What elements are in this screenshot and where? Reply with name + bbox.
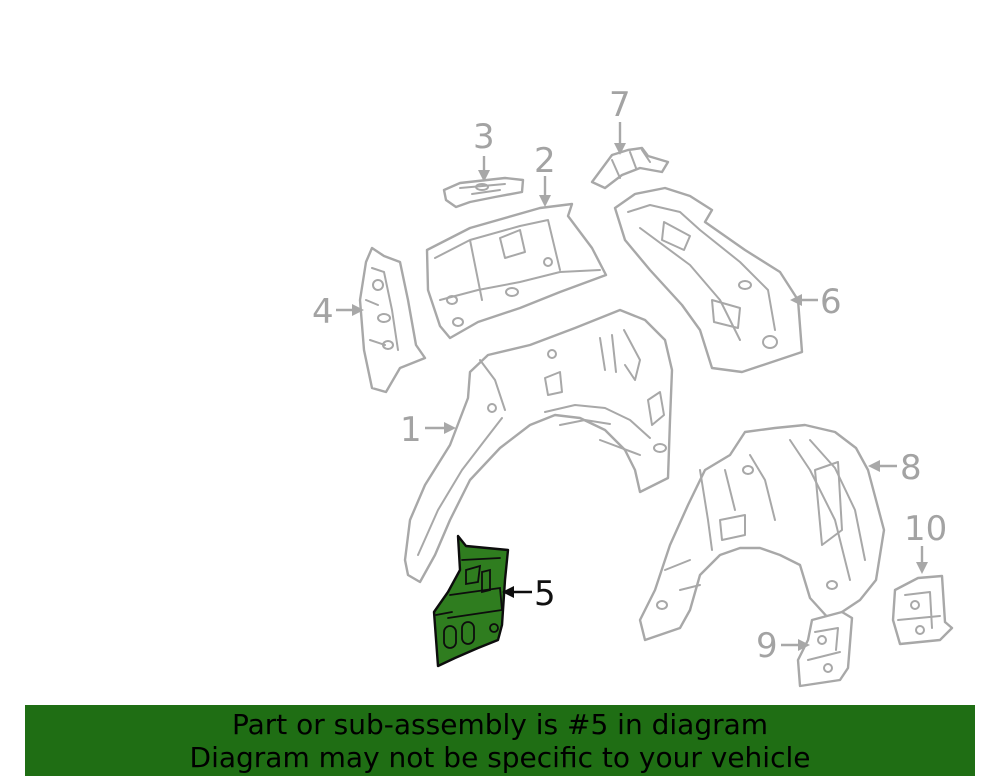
leader-arrows bbox=[336, 122, 928, 651]
callout-4: 4 bbox=[312, 292, 334, 332]
callout-6: 6 bbox=[820, 282, 842, 322]
callout-7: 7 bbox=[609, 85, 631, 125]
banner-line-1: Part or sub-assembly is #5 in diagram bbox=[231, 708, 769, 741]
parts-diagram: 1 2 3 4 5 6 7 8 9 10 bbox=[312, 85, 954, 688]
part-10-bracket[interactable] bbox=[891, 574, 954, 646]
callout-10: 10 bbox=[904, 509, 947, 549]
callout-3: 3 bbox=[473, 117, 495, 157]
part-4-pillar[interactable] bbox=[358, 246, 427, 394]
info-banner: Part or sub-assembly is #5 in diagram Di… bbox=[25, 705, 975, 776]
part-7-bracket[interactable] bbox=[590, 146, 670, 190]
part-8-wheelhouse-assembly[interactable] bbox=[638, 423, 886, 642]
banner-line-2: Diagram may not be specific to your vehi… bbox=[189, 741, 811, 774]
callout-2: 2 bbox=[534, 141, 556, 181]
part-2-upper-panel[interactable] bbox=[425, 202, 608, 340]
callout-9: 9 bbox=[756, 626, 778, 666]
part-9-bracket[interactable] bbox=[796, 610, 854, 688]
part-3-bracket[interactable] bbox=[442, 176, 525, 209]
part-1-wheelhouse-outer[interactable] bbox=[403, 308, 674, 584]
part-5-highlighted-extension[interactable] bbox=[432, 534, 510, 668]
callout-1: 1 bbox=[400, 410, 422, 450]
callout-5: 5 bbox=[534, 574, 556, 614]
callout-8: 8 bbox=[900, 448, 922, 488]
